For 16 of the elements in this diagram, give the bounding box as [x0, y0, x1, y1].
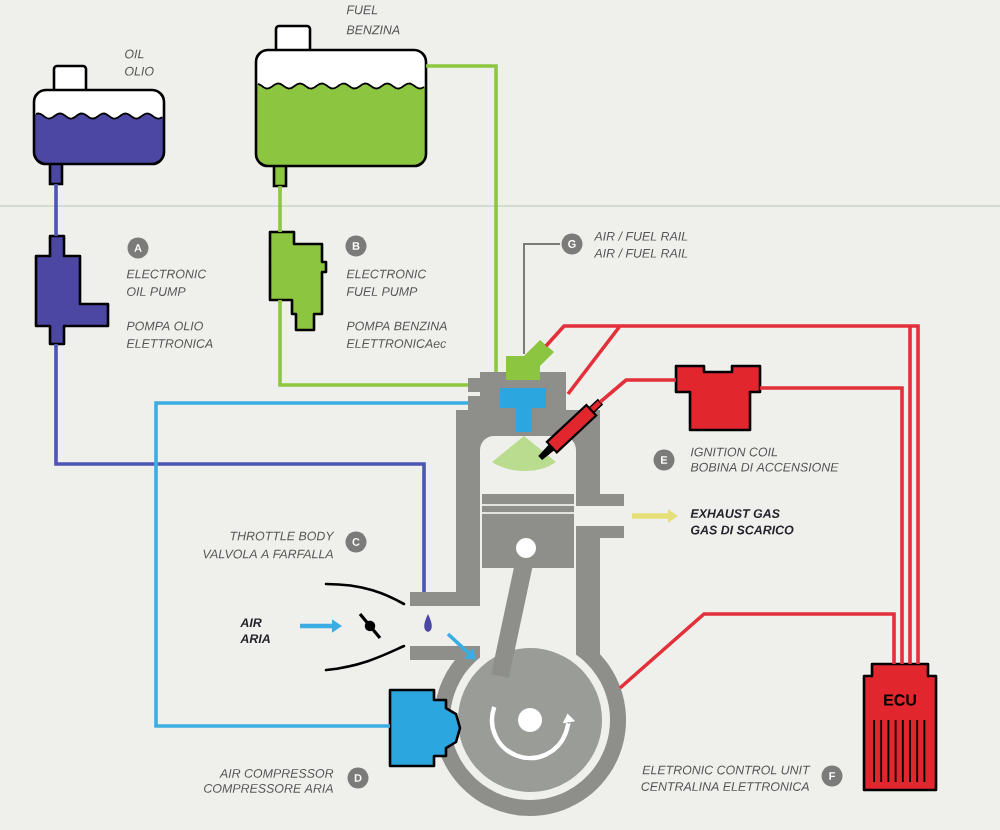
engine [434, 410, 626, 816]
pipe [54, 344, 426, 592]
spark-plug [538, 398, 604, 461]
pipe [278, 186, 282, 232]
wire [544, 324, 920, 666]
fuel-rail [468, 340, 566, 432]
pipe [154, 401, 468, 728]
wire [618, 612, 896, 690]
wire [598, 378, 676, 404]
pipe [426, 64, 498, 372]
arrow [446, 632, 476, 660]
wire [760, 386, 904, 664]
control-unit: ECU [862, 662, 938, 792]
pipe [278, 300, 468, 387]
leader-line [523, 243, 561, 355]
pipe [54, 184, 58, 236]
